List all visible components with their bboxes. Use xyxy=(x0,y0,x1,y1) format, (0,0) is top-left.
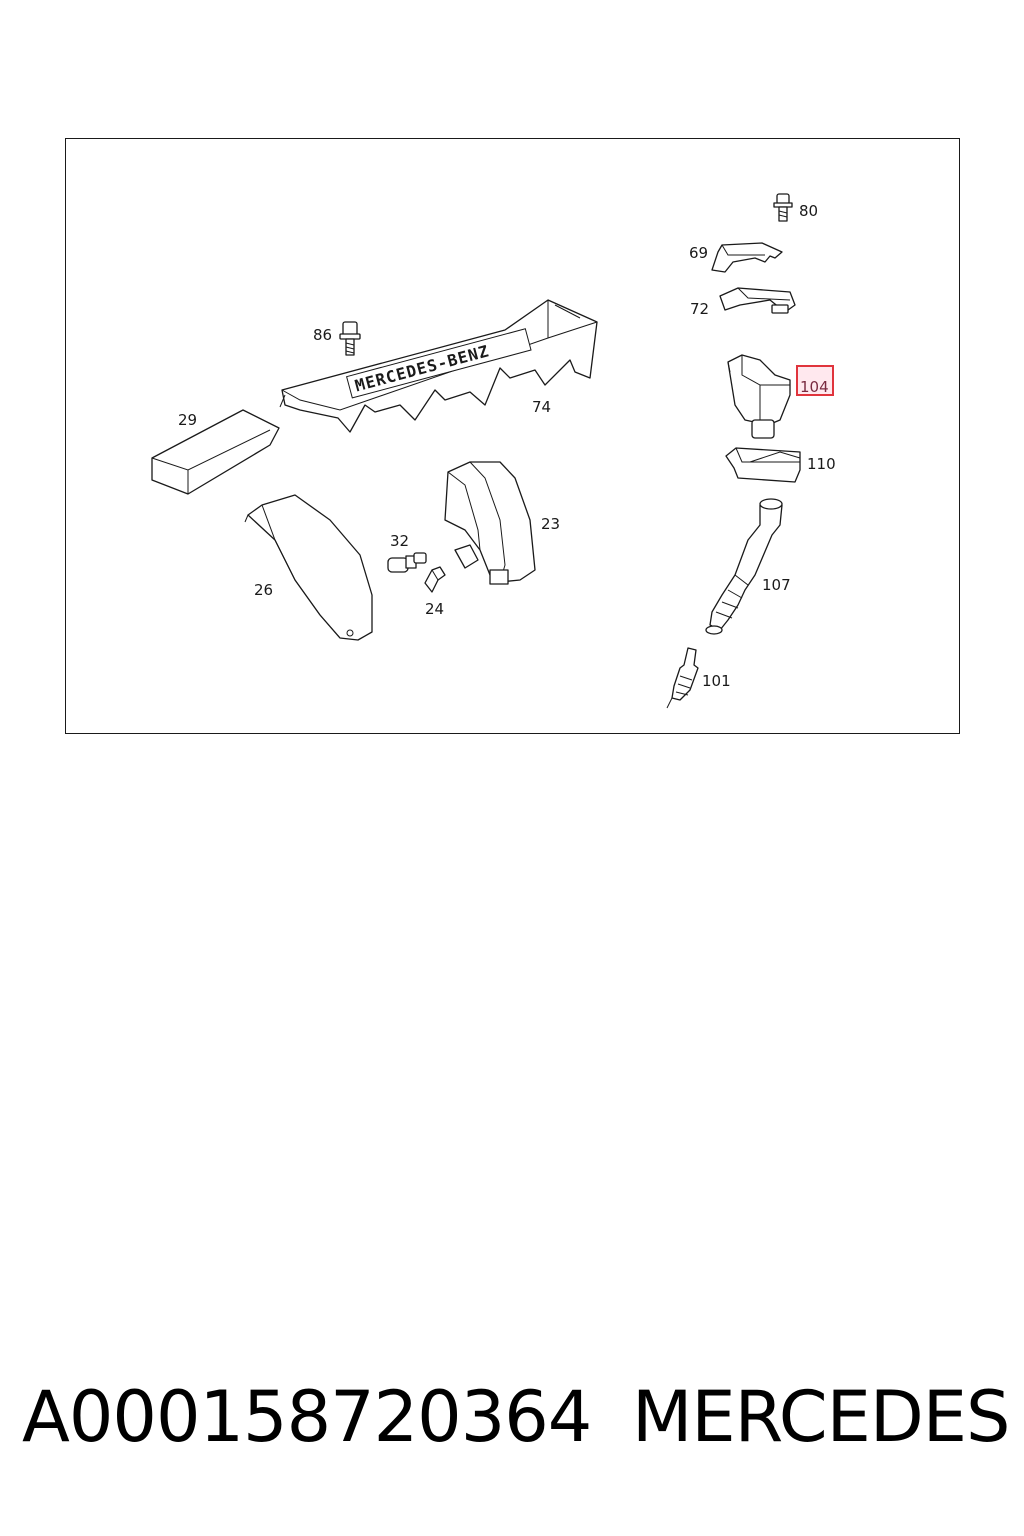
part-80-screw xyxy=(773,193,793,222)
part-101-spark-plug xyxy=(666,647,699,709)
callout-101[interactable]: 101 xyxy=(702,672,731,690)
highlight-box-104 xyxy=(796,365,834,396)
callout-110[interactable]: 110 xyxy=(807,455,836,473)
callout-80[interactable]: 80 xyxy=(799,202,818,220)
callout-24[interactable]: 24 xyxy=(425,600,444,618)
part-29-trim-cover xyxy=(151,409,280,495)
part-104-ignition-coil xyxy=(727,354,791,439)
part-110-coil-bracket xyxy=(725,447,801,483)
callout-69[interactable]: 69 xyxy=(689,244,708,262)
part-72-cable-holder xyxy=(719,287,796,314)
callout-26[interactable]: 26 xyxy=(254,581,273,599)
part-number: A000158720364 xyxy=(22,1376,592,1458)
callout-86[interactable]: 86 xyxy=(313,326,332,344)
part-86-bolt xyxy=(339,321,361,356)
part-23-bracket xyxy=(444,461,536,585)
footer: A000158720364 MERCEDES xyxy=(0,1376,1024,1476)
part-24-clip xyxy=(424,566,446,593)
part-32-plug xyxy=(387,552,427,573)
brand-name: MERCEDES xyxy=(632,1376,1010,1458)
callout-104[interactable]: 104 xyxy=(800,378,829,396)
callout-29[interactable]: 29 xyxy=(178,411,197,429)
callout-32[interactable]: 32 xyxy=(390,532,409,550)
part-69-cable-holder xyxy=(711,242,783,273)
part-107-plug-connector xyxy=(705,498,783,635)
callout-74[interactable]: 74 xyxy=(532,398,551,416)
part-26-side-panel xyxy=(244,494,373,641)
callout-72[interactable]: 72 xyxy=(690,300,709,318)
callout-23[interactable]: 23 xyxy=(541,515,560,533)
callout-107[interactable]: 107 xyxy=(762,576,791,594)
